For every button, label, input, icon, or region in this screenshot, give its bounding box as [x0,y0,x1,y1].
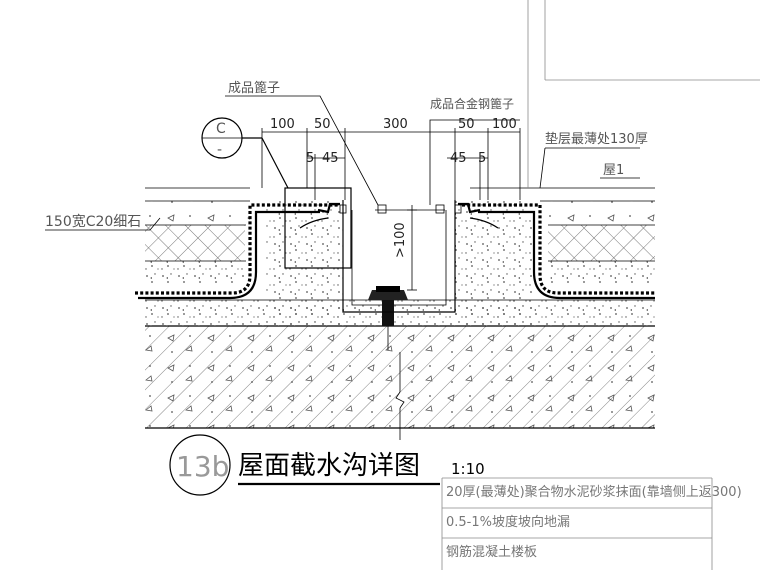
dim-top-left-100: 100 [270,117,295,132]
gutter-walls [265,200,533,326]
floor-drain [368,286,408,350]
dim-top-right-50: 50 [458,117,475,132]
depth-label: >100 [393,222,408,258]
center-axis [395,352,405,440]
grate-frames [299,202,499,229]
cushion-label: 垫层最薄处130厚 [545,131,648,147]
section-marker: C - [201,117,289,189]
dim-top-right-100: 100 [492,117,517,132]
note-mortar: 20厚(最薄处)聚合物水泥砂浆抹面(靠墙侧上返300) [446,485,742,500]
grate-label: 成品篦子 [228,81,280,96]
roof-buildup-right [470,187,655,283]
section-bottom-label: - [217,142,222,158]
note-slope: 0.5-1%坡度坡向地漏 [446,514,570,530]
dim-top-300: 300 [383,117,408,132]
title-block: 13b 屋面截水沟详图 1:10 [169,434,485,496]
fine-stone-label: 150宽C20细石 [45,213,141,230]
waterproof-membrane [135,203,655,300]
callout-box [284,187,352,269]
screed-layer [145,299,655,326]
dimension-lines [261,128,521,291]
dim-top-left-50: 50 [314,117,331,132]
dim-sub-left-45: 45 [322,151,339,166]
roof-label: 屋1 [603,163,624,178]
section-top-label: C [216,121,226,137]
detail-number: 13b [176,450,229,483]
dim-sub-right-45: 45 [450,151,467,166]
detail-title: 屋面截水沟详图 [238,451,420,481]
note-slab: 钢筋混凝土楼板 [446,544,537,560]
sheet-frame [441,0,760,570]
detail-scale: 1:10 [451,460,485,478]
dim-sub-right-5: 5 [478,151,486,166]
alloy-grate-label: 成品合金钢篦子 [430,96,514,111]
roof-buildup-left [145,187,250,283]
dim-sub-left-5: 5 [306,151,314,166]
leader-lines [45,95,640,231]
